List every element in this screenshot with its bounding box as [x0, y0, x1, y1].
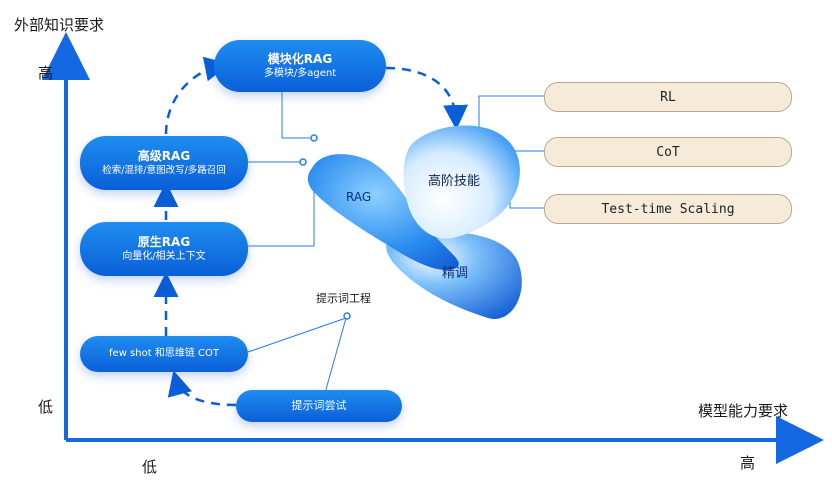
- connector-naive: [248, 180, 315, 247]
- prompt-engineering-label: 提示词工程: [316, 292, 371, 305]
- connector-modular: [281, 92, 312, 139]
- arrow-modular-to-skills: [385, 66, 469, 130]
- naive-rag-subtitle: 向量化/相关上下文: [122, 251, 206, 262]
- connector-node: [310, 134, 318, 142]
- advanced-rag-node: 高级RAG 检索/混排/意图改写/多路召回: [80, 136, 248, 190]
- modular-rag-node: 模块化RAG 多模块/多agent: [214, 40, 386, 92]
- connector-node: [343, 312, 351, 320]
- x-axis-low-label: 低: [142, 458, 158, 476]
- prompt-try-title: 提示词尝试: [291, 399, 347, 412]
- y-axis-low-label: 低: [38, 398, 54, 416]
- naive-rag-title: 原生RAG: [137, 235, 191, 249]
- x-axis-title: 模型能力要求: [698, 402, 789, 420]
- advanced-rag-title: 高级RAG: [137, 149, 191, 163]
- prompt-try-node: 提示词尝试: [236, 390, 402, 422]
- rag-label: RAG: [346, 190, 372, 204]
- advanced-skills-shape: [403, 125, 520, 239]
- few-shot-title: few shot 和思维链 COT: [109, 348, 219, 359]
- y-axis-high-label: 高: [38, 64, 54, 82]
- skill-rl: RL: [544, 82, 792, 112]
- advanced-rag-subtitle: 检索/混排/意图改写/多路召回: [102, 165, 226, 176]
- advanced-skills-label: 高阶技能: [428, 174, 481, 189]
- x-axis-high-label: 高: [740, 454, 756, 472]
- connector-prompt-eng-2: [324, 317, 347, 394]
- modular-rag-subtitle: 多模块/多agent: [263, 68, 337, 79]
- rag-shape: [307, 154, 459, 270]
- connector-node: [299, 158, 307, 166]
- skill-cot: CoT: [544, 137, 792, 167]
- few-shot-node: few shot 和思维链 COT: [80, 336, 248, 372]
- naive-rag-node: 原生RAG 向量化/相关上下文: [80, 222, 248, 276]
- arrow-prompt-to-fewshot: [167, 370, 237, 407]
- modular-rag-title: 模块化RAG: [267, 52, 333, 66]
- finetune-label: 精调: [442, 266, 469, 281]
- connector-prompt-eng-1: [247, 317, 347, 353]
- skill-test-time-scaling: Test-time Scaling: [544, 194, 792, 224]
- arrow-advanced-to-modular: [164, 56, 230, 135]
- y-axis-title: 外部知识要求: [14, 16, 105, 34]
- connector-tts: [509, 192, 544, 209]
